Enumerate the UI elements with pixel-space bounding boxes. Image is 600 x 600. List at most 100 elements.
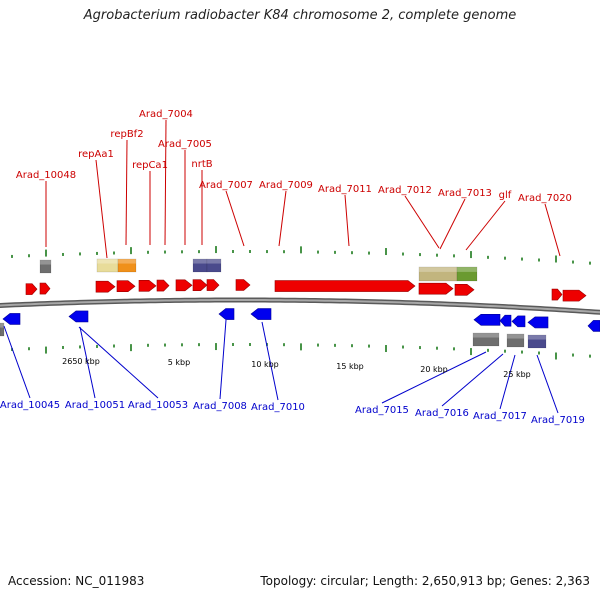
- reverse-gene-arrow: [2, 313, 21, 325]
- scale-label: 15 kbp: [336, 362, 364, 371]
- domain-box-shine: [97, 259, 118, 264]
- forward-gene-arrow: [175, 279, 193, 292]
- leader-line: [225, 190, 245, 247]
- scale-labels: 2650 kbp 5 kbp 10 kbp 15 kbp 20 kbp 25 kbp: [62, 357, 531, 379]
- gene-label-glf: glf: [499, 190, 512, 201]
- leader-line: [441, 353, 504, 407]
- domain-box-shine: [193, 259, 207, 264]
- forward-gene-arrow: [25, 283, 38, 295]
- forward-gene-arrow: [116, 280, 136, 293]
- forward-gene-arrow: [192, 279, 208, 291]
- gene-label-Arad_10048: Arad_10048: [16, 170, 76, 181]
- leader-line: [465, 200, 506, 251]
- domain-box: [472, 332, 500, 347]
- domain-box-shine: [40, 260, 51, 265]
- gene-label-Arad_7009: Arad_7009: [259, 180, 313, 191]
- domain-box-shine: [528, 335, 546, 340]
- reverse-gene-arrow: [511, 315, 526, 328]
- reverse-gene-arrow: [250, 308, 272, 320]
- reverse-gene-arrow: [527, 316, 549, 329]
- forward-gene-arrow: [418, 282, 454, 295]
- leader-line: [95, 159, 108, 259]
- domain-box: [39, 259, 52, 274]
- scale-ticks: [11, 246, 591, 360]
- gene-label-repCa1: repCa1: [132, 160, 168, 171]
- map-title: Agrobacterium radiobacter K84 chromosome…: [83, 8, 517, 23]
- gene-label-Arad_7011: Arad_7011: [318, 184, 372, 195]
- gene-label-Arad_10051: Arad_10051: [65, 400, 125, 411]
- leader-line: [3, 325, 31, 399]
- gene-label-repAa1: repAa1: [78, 149, 114, 160]
- forward-gene-arrow: [551, 288, 563, 301]
- domain-box: [0, 322, 5, 337]
- scale-label: 2650 kbp: [62, 357, 100, 366]
- leader-line: [79, 326, 96, 399]
- leader-line: [404, 195, 440, 249]
- gene-label-repBf2: repBf2: [110, 129, 143, 140]
- protein-domain-boxes: [0, 258, 547, 349]
- topology-summary: Topology: circular; Length: 2,650,913 bp…: [260, 574, 590, 588]
- gene-label-Arad_10053: Arad_10053: [128, 400, 188, 411]
- domain-box-shine: [457, 267, 477, 272]
- gene-label-Arad_7004: Arad_7004: [139, 109, 193, 120]
- reverse-gene-arrow: [587, 320, 600, 332]
- forward-gene-arrow: [95, 280, 116, 293]
- gene-label-Arad_7005: Arad_7005: [158, 139, 212, 150]
- gene-features: [2, 279, 600, 332]
- gene-label-Arad_7013: Arad_7013: [438, 188, 492, 199]
- forward-gene-arrow: [562, 289, 587, 302]
- gene-label-Arad_7020: Arad_7020: [518, 193, 572, 204]
- domain-box: [117, 258, 137, 273]
- scale-label: 5 kbp: [168, 358, 190, 367]
- gene-label-Arad_7007: Arad_7007: [199, 180, 253, 191]
- forward-gene-arrow: [138, 280, 157, 292]
- domain-box-shine: [419, 267, 457, 272]
- gene-label-Arad_7010: Arad_7010: [251, 402, 305, 413]
- scale-label: 10 kbp: [251, 360, 279, 369]
- leader-line: [439, 198, 466, 250]
- gene-label-nrtB: nrtB: [191, 159, 212, 170]
- forward-gene-arrow: [39, 282, 51, 295]
- scale-label: 20 kbp: [420, 365, 448, 374]
- gene-label-Arad_7016: Arad_7016: [415, 408, 469, 419]
- gene-label-Arad_7008: Arad_7008: [193, 401, 247, 412]
- domain-box: [506, 333, 525, 348]
- domain-box-shine: [507, 334, 524, 339]
- leader-line: [536, 354, 559, 414]
- gene-label-Arad_7017: Arad_7017: [473, 411, 527, 422]
- domain-box-shine: [0, 323, 4, 328]
- leader-line: [125, 139, 128, 246]
- reverse-gene-arrow: [473, 313, 501, 326]
- reverse-gene-arrow: [218, 308, 235, 320]
- scale-label: 25 kbp: [503, 370, 531, 379]
- domain-box-shine: [473, 333, 499, 338]
- leader-line: [219, 319, 227, 400]
- domain-box-shine: [118, 259, 136, 264]
- leader-line: [78, 326, 159, 399]
- leader-line: [499, 354, 516, 410]
- gene-labels: Arad_10048repAa1repBf2Arad_7004repCa1Ara…: [0, 109, 585, 426]
- backbone-highlight: [0, 299, 600, 314]
- leader-line: [164, 119, 167, 246]
- reverse-gene-arrow: [499, 314, 512, 327]
- leader-line: [278, 190, 287, 247]
- label-leader-lines: [3, 119, 561, 414]
- accession-text: Accession: NC_011983: [8, 574, 145, 588]
- domain-box-shine: [207, 259, 221, 264]
- forward-gene-arrow: [206, 279, 220, 291]
- forward-gene-arrow: [156, 279, 170, 292]
- domain-box: [527, 334, 547, 349]
- domain-box: [206, 258, 222, 273]
- gene-label-Arad_7019: Arad_7019: [531, 415, 585, 426]
- gene-label-Arad_10045: Arad_10045: [0, 400, 60, 411]
- leader-line: [544, 203, 561, 257]
- forward-gene-arrow: [235, 279, 251, 291]
- leader-line: [381, 351, 487, 404]
- reverse-gene-arrow: [68, 310, 89, 323]
- chromosome-backbone: [0, 297, 600, 315]
- forward-gene-arrow: [454, 283, 475, 296]
- leader-line: [344, 194, 350, 247]
- gene-label-Arad_7012: Arad_7012: [378, 185, 432, 196]
- leader-line: [261, 321, 279, 401]
